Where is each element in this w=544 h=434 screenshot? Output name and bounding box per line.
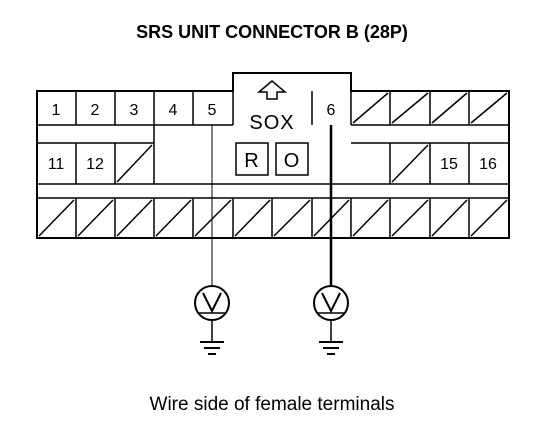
o-box	[275, 142, 309, 176]
pin-6-label: 6	[327, 102, 336, 119]
pin-5-label: 5	[208, 102, 217, 119]
ground-icon	[200, 341, 224, 355]
pin-11-label: 11	[48, 156, 65, 173]
pin-12-label: 12	[86, 156, 104, 173]
pin-15-label: 15	[440, 156, 458, 173]
o-label: O	[284, 150, 301, 172]
r-label: R	[244, 150, 259, 172]
up-arrow-icon	[256, 80, 288, 100]
pin-16-label: 16	[479, 156, 497, 173]
blank-cell-hatching	[38, 92, 508, 237]
pin-2-label: 2	[91, 102, 100, 119]
ground-icon	[319, 341, 343, 355]
second-row-dividers	[75, 143, 470, 184]
connector-outline	[36, 72, 510, 239]
voltmeter-icon	[313, 285, 349, 342]
pin-4-label: 4	[169, 102, 178, 119]
top-row-dividers	[75, 91, 470, 125]
caption: Wire side of female terminals	[150, 394, 395, 415]
voltmeter-icon	[194, 285, 230, 342]
diagram-title: SRS UNIT CONNECTOR B (28P)	[136, 22, 408, 42]
r-box	[235, 142, 269, 176]
sox-label: SOX	[249, 112, 294, 134]
bottom-row-dividers	[75, 198, 470, 238]
pin-3-label: 3	[130, 102, 139, 119]
pin-1-label: 1	[52, 102, 61, 119]
